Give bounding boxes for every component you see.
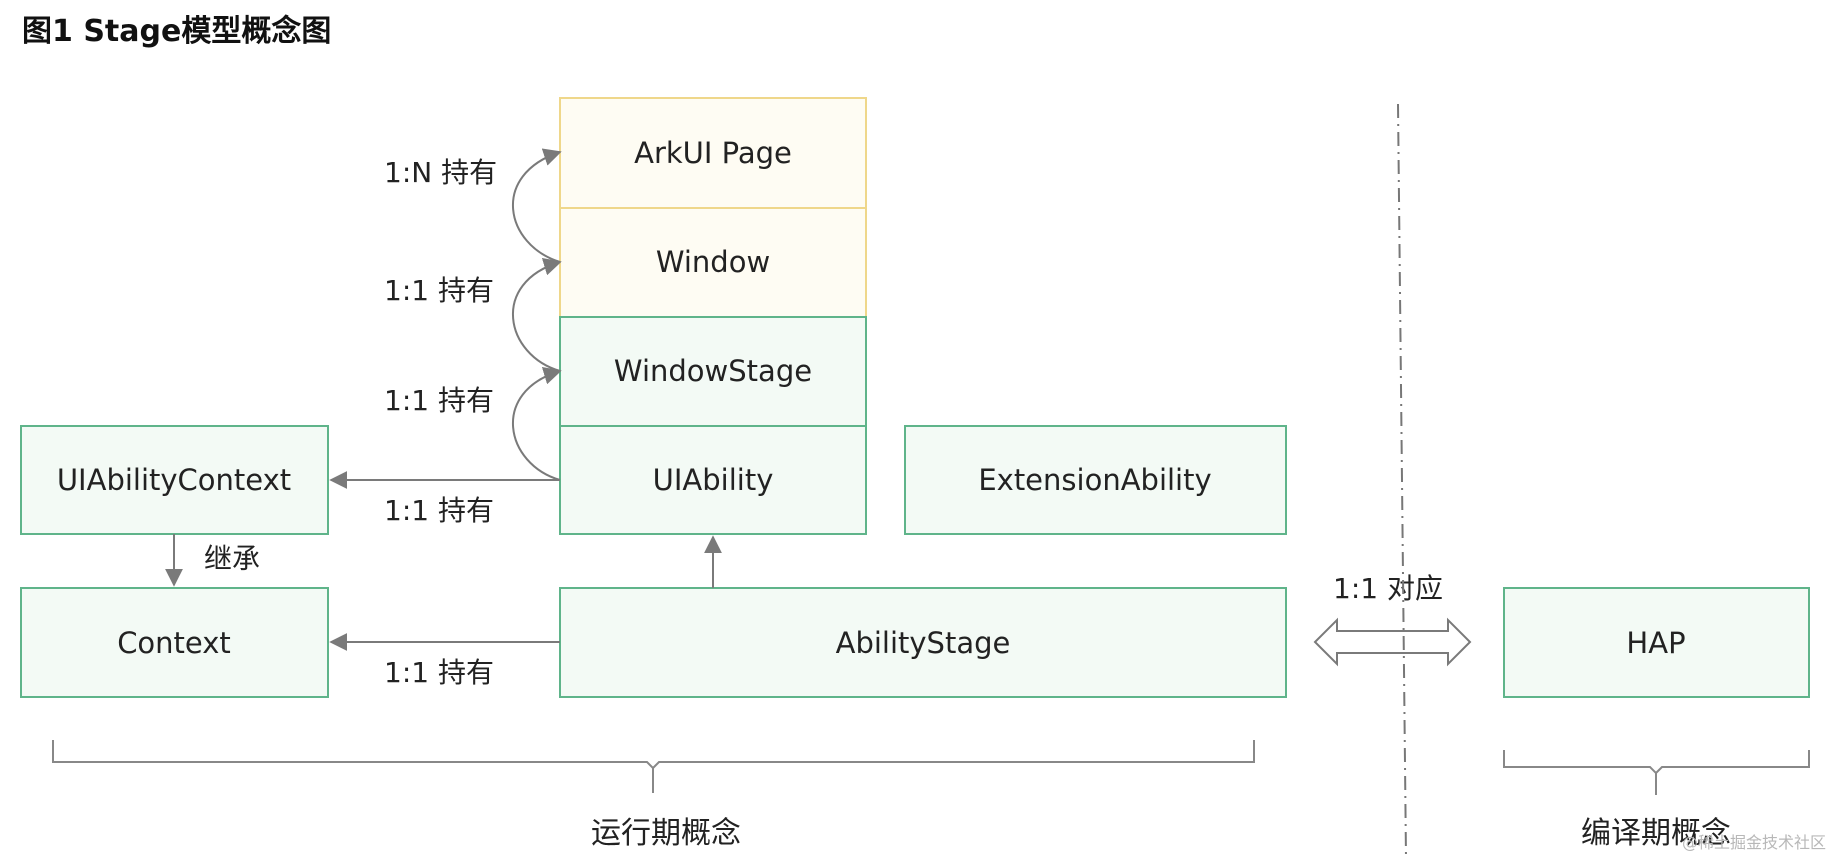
watermark: @稀土掘金技术社区	[1682, 833, 1826, 852]
extension-ability-label: ExtensionAbility	[978, 463, 1211, 497]
correspond-double-arrow	[1313, 617, 1472, 667]
stage-holds-label: 1:1 持有	[384, 384, 494, 417]
ability-stage-label: AbilityStage	[836, 626, 1011, 660]
window-label: Window	[656, 245, 770, 279]
ability-stage-box: AbilityStage	[559, 587, 1287, 698]
compile-group-label: 编译期概念	[1581, 816, 1731, 851]
stage-to-window-arrow	[511, 258, 562, 372]
extension-ability-box: ExtensionAbility	[904, 425, 1287, 535]
compile-brace	[1503, 750, 1810, 795]
hap-box: HAP	[1503, 587, 1810, 698]
context-box: Context	[20, 587, 329, 698]
runtime-brace	[52, 740, 1255, 793]
window-stage-box: WindowStage	[559, 316, 867, 427]
window-stage-label: WindowStage	[614, 354, 812, 388]
ui-ability-label: UIAbility	[653, 463, 774, 497]
context-label: Context	[117, 626, 231, 660]
base-context-holds-label: 1:1 持有	[384, 656, 494, 689]
runtime-group-label: 运行期概念	[591, 816, 741, 851]
correspond-label: 1:1 对应	[1333, 572, 1443, 605]
runtime-compile-divider	[1397, 103, 1407, 858]
hap-label: HAP	[1626, 626, 1685, 660]
context-holds-label: 1:1 持有	[384, 494, 494, 527]
window-holds-label: 1:1 持有	[384, 274, 494, 307]
inherit-label: 继承	[204, 542, 260, 575]
ui-ability-box: UIAbility	[559, 425, 867, 535]
page-title: 图1 Stage模型概念图	[22, 14, 332, 49]
window-box: Window	[559, 207, 867, 318]
window-to-page-arrow	[511, 148, 562, 263]
arkui-page-box: ArkUI Page	[559, 97, 867, 209]
ability-to-stage-arrow	[511, 367, 562, 481]
page-holds-label: 1:N 持有	[384, 156, 497, 189]
arkui-page-label: ArkUI Page	[634, 136, 792, 170]
ui-ability-context-box: UIAbilityContext	[20, 425, 329, 535]
ui-ability-context-label: UIAbilityContext	[57, 463, 291, 497]
